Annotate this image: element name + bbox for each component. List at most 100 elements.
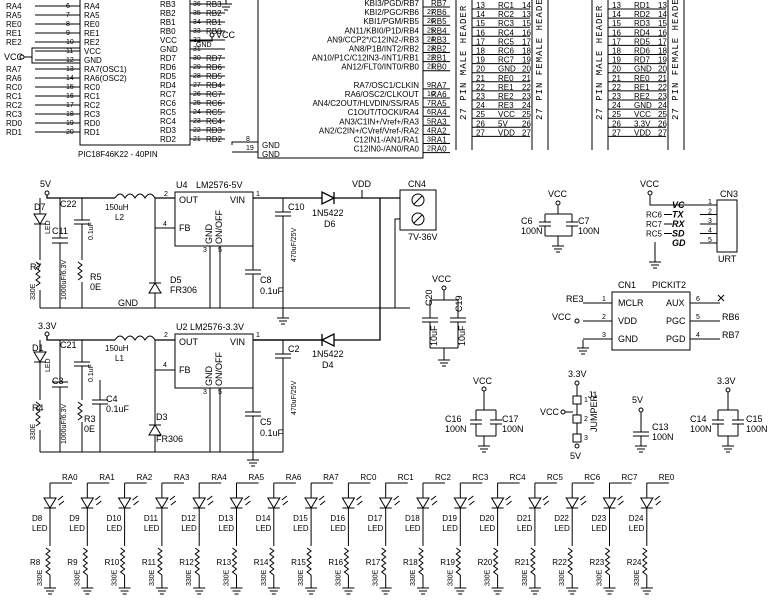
header-row-pin: 24 bbox=[658, 101, 667, 110]
header-row-net: RE1 bbox=[498, 83, 514, 92]
c16c17-network bbox=[470, 391, 502, 453]
led-emission-arrows bbox=[94, 495, 102, 506]
rail-5v-wire bbox=[46, 195, 115, 199]
u2-gnd-label: GND bbox=[204, 366, 214, 387]
c3-name: C3 bbox=[52, 376, 64, 386]
d6-value: 1N5422 bbox=[312, 208, 344, 218]
uart-pin-label: GD bbox=[672, 238, 686, 248]
led-net-label: RA7 bbox=[323, 473, 339, 482]
j1-mid-label: VCC bbox=[540, 407, 560, 417]
r7-name: R7 bbox=[30, 262, 42, 272]
mcu2-pin-net: RA6 bbox=[431, 90, 447, 99]
header-row-net: RE1 bbox=[634, 83, 650, 92]
mcu-right-net: RB3 bbox=[206, 0, 222, 9]
led-gnd-symbol bbox=[454, 587, 467, 595]
led-emission-arrows bbox=[617, 495, 624, 506]
uart-pin-num: 4 bbox=[708, 228, 712, 235]
led-resistor bbox=[455, 547, 462, 588]
resistor-r3 bbox=[77, 380, 83, 452]
mcu2-pin-num: 23 bbox=[427, 46, 435, 53]
led-emission-arrows bbox=[57, 495, 65, 506]
led-resistor bbox=[45, 547, 51, 588]
led-gnd-symbol bbox=[118, 587, 131, 595]
mcu2-pin-num: 22 bbox=[427, 55, 435, 62]
header-row-num: 27 bbox=[612, 128, 621, 137]
led-resistor-ref: R12 bbox=[179, 558, 194, 567]
led-gnd-symbol bbox=[44, 587, 56, 595]
header-row-net: RD6 bbox=[634, 47, 651, 56]
led-type: LED bbox=[592, 524, 608, 533]
led-resistor bbox=[343, 547, 350, 588]
header-row-net: RE2 bbox=[634, 92, 650, 101]
pickit-pin-net: VCC bbox=[552, 312, 572, 322]
mcu-left-net: RE0 bbox=[6, 20, 22, 29]
j1-label: JUMPER bbox=[589, 394, 599, 432]
c20c19-vcc-label: VCC bbox=[432, 274, 452, 284]
mcu2-pin-name: KBI2/PGC/RB6 bbox=[364, 8, 419, 17]
led-net-wire bbox=[609, 482, 632, 498]
pickit-vcc-terminal bbox=[574, 318, 580, 324]
mcu2-body bbox=[257, 0, 424, 159]
mcu-left-pin-name: RC1 bbox=[84, 92, 101, 101]
mcu2-pin-num: 25 bbox=[427, 27, 435, 34]
capacitor-c3 bbox=[52, 340, 68, 452]
mcu2-pin-num: 10 bbox=[427, 91, 435, 98]
c16-name: C16 bbox=[445, 414, 462, 424]
header-row-num: 13 bbox=[476, 1, 485, 10]
c14c15-rail-terminal bbox=[725, 387, 731, 393]
header-row-pin: 13 bbox=[522, 10, 531, 19]
mcu-right-pin-num: 28 bbox=[193, 73, 201, 80]
j1-top-terminal bbox=[574, 380, 580, 386]
header-row-pin: 16 bbox=[658, 28, 667, 37]
led-resistor bbox=[604, 547, 611, 588]
header-row-net: VDD bbox=[634, 128, 651, 137]
led-resistor-value: 330E bbox=[74, 569, 81, 586]
rail-5v-label: 5V bbox=[40, 179, 51, 189]
pickit-pin-net: RE3 bbox=[566, 294, 584, 304]
d3-name: D3 bbox=[156, 412, 168, 422]
mcu2-pin-net: RB3 bbox=[431, 35, 447, 44]
led-emission-arrows bbox=[244, 495, 251, 506]
led-type: LED bbox=[368, 524, 384, 533]
d7-type: LED bbox=[45, 220, 52, 234]
c22-name: C22 bbox=[60, 199, 77, 209]
capacitor-c5 bbox=[245, 340, 261, 452]
mcu-left-pin-name: RA5 bbox=[84, 11, 100, 20]
led-resistor bbox=[418, 547, 424, 588]
led-emission-arrows bbox=[169, 495, 177, 506]
led-type: LED bbox=[442, 524, 458, 533]
led-resistor-ref: R13 bbox=[217, 558, 232, 567]
led-gnd-symbol bbox=[193, 587, 206, 595]
mcu-right-net: RB1 bbox=[206, 18, 222, 27]
header-row-net: RE3 bbox=[498, 101, 514, 110]
header-row-pin: 25 bbox=[658, 110, 667, 119]
mcu2-pin-net: RB5 bbox=[431, 17, 447, 26]
u2-vin-label: VIN bbox=[230, 337, 245, 347]
header-row-pin: 21 bbox=[522, 74, 531, 83]
mcu-vcc-wire bbox=[24, 47, 80, 58]
r5-name: R5 bbox=[90, 272, 102, 282]
mcu-right-net: RC4 bbox=[206, 117, 223, 126]
mcu-left-pin-name: RE1 bbox=[84, 29, 100, 38]
uart-vcc-wire bbox=[649, 195, 705, 206]
led-net-label: RC3 bbox=[472, 473, 489, 482]
mcu-right-pin-num: 22 bbox=[193, 127, 201, 134]
header-row-num: 14 bbox=[476, 10, 485, 19]
led-net-label: RA0 bbox=[62, 473, 78, 482]
uart-pin-label: VC bbox=[672, 200, 685, 210]
header-row-net: RD1 bbox=[634, 1, 651, 10]
u4-part: LM2576-5V bbox=[196, 180, 243, 190]
c7-value: 100N bbox=[578, 226, 600, 236]
mcu-right-vcc-label: VCC bbox=[216, 30, 236, 40]
mcu-right-pin-name: RD3 bbox=[160, 126, 177, 135]
c8-name: C8 bbox=[260, 275, 272, 285]
led-symbol bbox=[453, 497, 468, 546]
mcu-right-pin-num: 30 bbox=[193, 55, 201, 62]
mcu-left-pin-name: RA7(OSC1) bbox=[84, 65, 127, 74]
pickit-pin-num: 1 bbox=[602, 296, 606, 303]
